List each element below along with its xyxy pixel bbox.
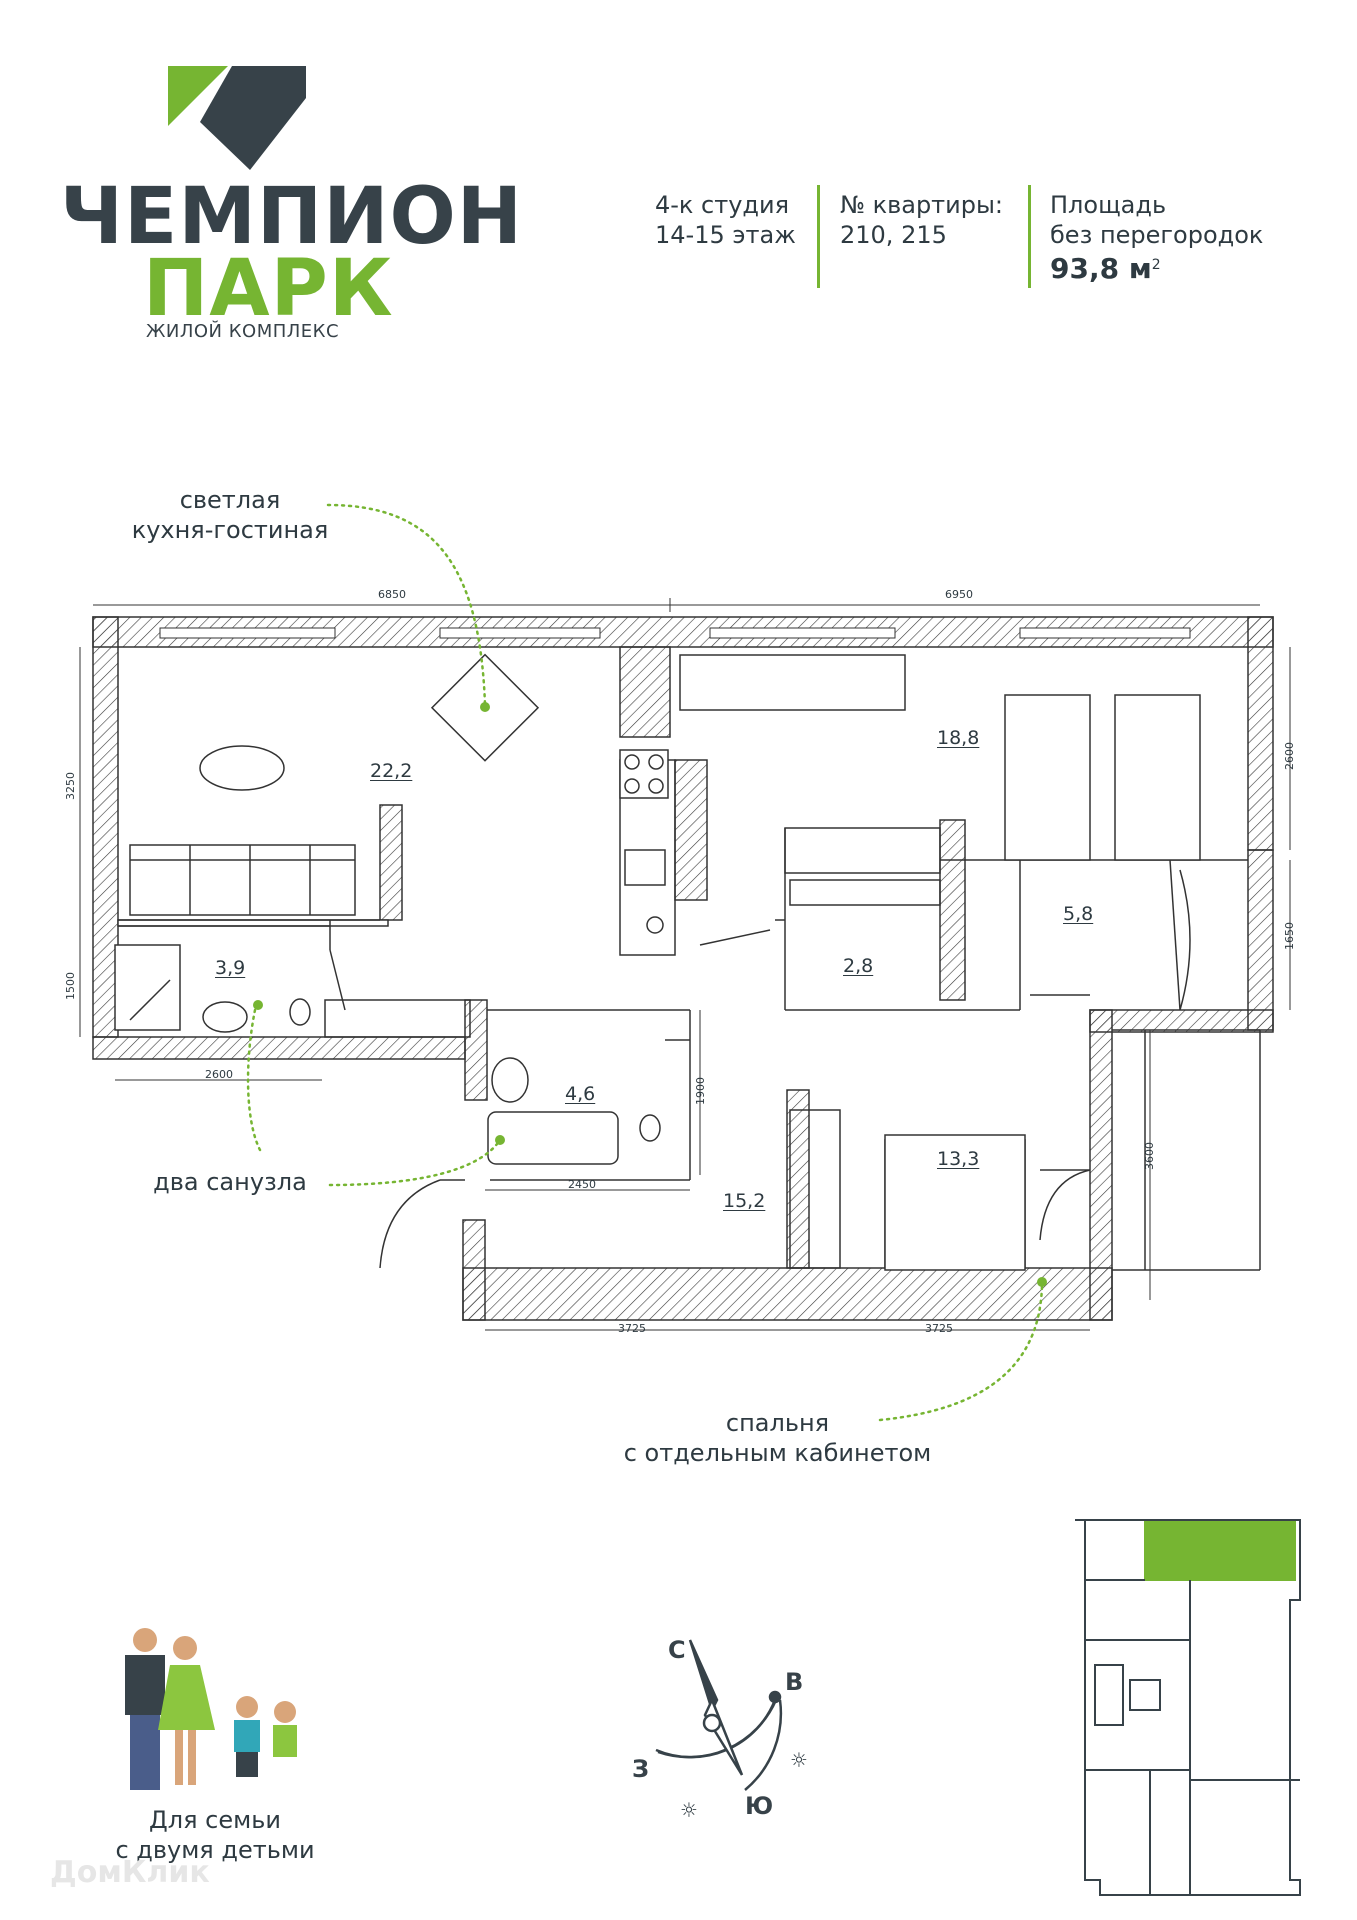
- windows: [159, 627, 1191, 639]
- room-area-study: 5,8: [1063, 903, 1094, 925]
- compass-north: С: [668, 1636, 686, 1664]
- room-area-wc: 3,9: [215, 957, 246, 979]
- dim-bath-width: 2450: [568, 1178, 596, 1191]
- callout-kitchen: светлая кухня-гостиная: [110, 485, 350, 545]
- floors: 14-15 этаж: [655, 221, 796, 249]
- area-value: 93,8 м: [1050, 252, 1152, 285]
- dim-right-top: 2600: [1283, 742, 1296, 770]
- family-illustration: [125, 1628, 297, 1790]
- dimension-lines: [79, 598, 1291, 1331]
- dim-top-right: 6950: [945, 588, 973, 601]
- interior-lines: [118, 759, 1261, 1271]
- divider-2: [1028, 185, 1031, 288]
- sun-icon-southeast: ☼: [790, 1748, 808, 1772]
- dim-left-top: 3250: [64, 772, 77, 800]
- compass-south: Ю: [745, 1792, 774, 1820]
- walls: [92, 616, 1274, 1321]
- logo-mark: [168, 66, 306, 170]
- callout-leaders: [246, 503, 1044, 1422]
- watermark: ДомКлик: [50, 1855, 210, 1890]
- apartment-type-block: 4-к студия 14-15 этаж: [655, 190, 796, 250]
- sun-icon-southwest: ☼: [680, 1798, 698, 1822]
- room-area-bedroom: 13,3: [937, 1148, 980, 1170]
- area-label-2: без перегородок: [1050, 221, 1264, 249]
- compass-east: В: [785, 1668, 804, 1696]
- dim-wc-width: 2600: [205, 1068, 233, 1081]
- callout-bedroom-line1: спальня: [725, 1409, 830, 1437]
- callout-kitchen-line2: кухня-гостиная: [131, 516, 329, 544]
- logo-subtitle: ЖИЛОЙ КОМПЛЕКС: [146, 321, 340, 342]
- dim-right-bottom: 3600: [1143, 1142, 1156, 1170]
- logo-word-park: ПАРК: [143, 244, 394, 334]
- callout-kitchen-line1: светлая: [179, 486, 281, 514]
- callout-family-line1: Для семьи: [149, 1806, 281, 1834]
- callout-bathrooms: два санузла: [153, 1168, 307, 1196]
- apartment-numbers-block: № квартиры: 210, 215: [840, 190, 1003, 250]
- building-key-plan: [1075, 1519, 1301, 1896]
- area-block: Площадь без перегородок 93,8 м2: [1050, 190, 1263, 285]
- divider-1: [817, 185, 820, 288]
- furniture: [114, 653, 1201, 1271]
- dim-bottom-right: 3725: [925, 1322, 953, 1335]
- apartment-numbers: 210, 215: [840, 221, 947, 249]
- room-area-bath: 4,6: [565, 1083, 596, 1105]
- compass: [655, 1639, 783, 1791]
- callout-family: Для семьи с двумя детьми: [95, 1805, 335, 1865]
- dim-bath-height: 1900: [694, 1077, 707, 1105]
- room-area-living: 22,2: [370, 760, 413, 782]
- apartment-type: 4-к студия: [655, 191, 790, 219]
- callout-dots: [253, 702, 1047, 1287]
- area-unit-sup: 2: [1151, 257, 1161, 273]
- dim-bottom-left: 3725: [618, 1322, 646, 1335]
- area-label-1: Площадь: [1050, 191, 1167, 219]
- room-area-kids: 18,8: [937, 727, 980, 749]
- area-value-line: 93,8 м2: [1050, 250, 1263, 285]
- callout-bedroom: спальня с отдельным кабинетом: [600, 1408, 955, 1468]
- apartment-number-label: № квартиры:: [840, 191, 1004, 219]
- dim-right-mid: 1650: [1283, 922, 1296, 950]
- callout-bedroom-line2: с отдельным кабинетом: [623, 1439, 932, 1467]
- callout-family-line2: с двумя детьми: [115, 1836, 315, 1864]
- logo-word-champion: ЧЕМПИОН: [60, 172, 524, 262]
- dim-left-bottom: 1500: [64, 972, 77, 1000]
- room-area-hall: 15,2: [723, 1190, 766, 1212]
- room-area-wardrobe: 2,8: [843, 955, 874, 977]
- compass-west: З: [632, 1755, 650, 1783]
- dim-top-left: 6850: [378, 588, 406, 601]
